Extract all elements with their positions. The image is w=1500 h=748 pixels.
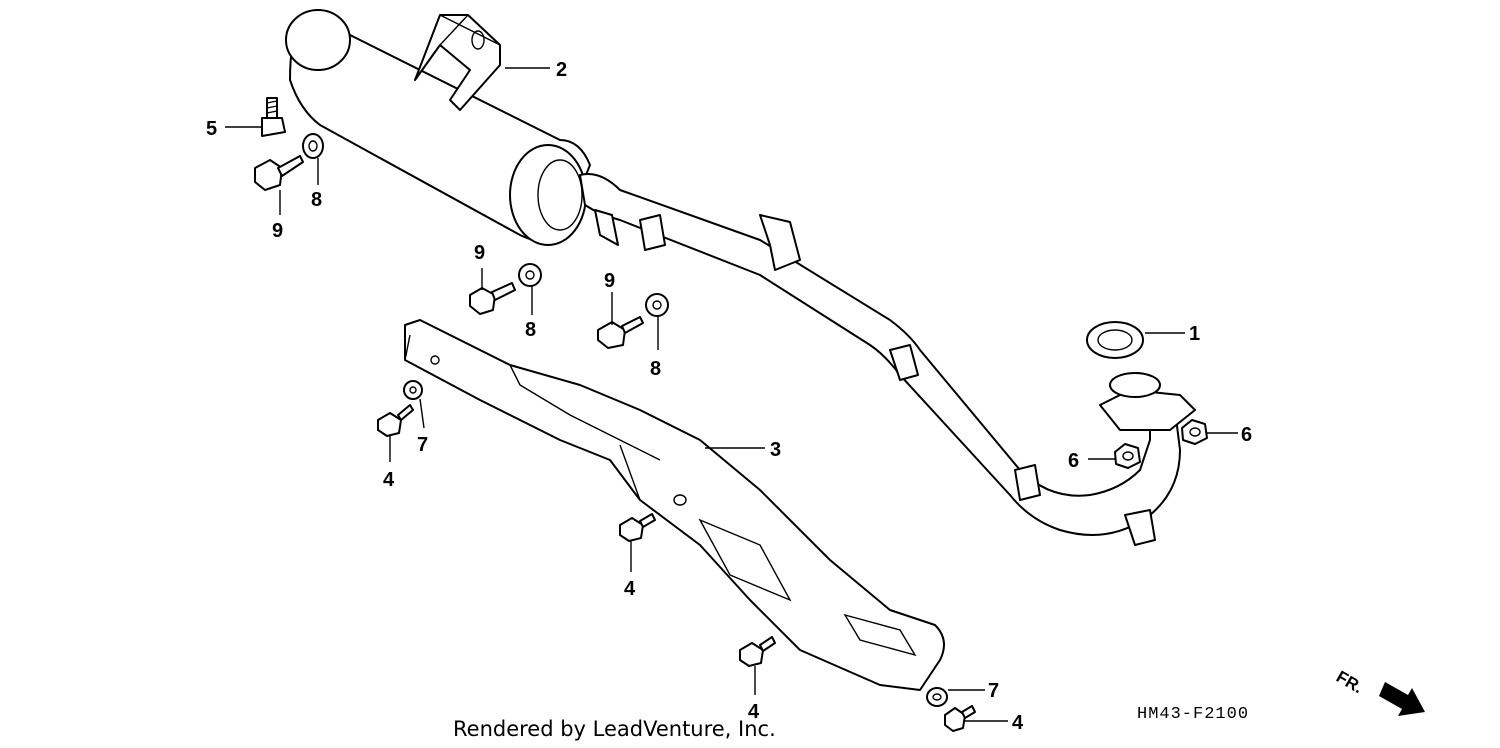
callout-7-bottom: 7 [988, 680, 999, 702]
diagram-code: HM43-F2100 [1137, 705, 1249, 724]
callout-1: 1 [1189, 323, 1200, 345]
bolt-5[interactable] [261, 97, 286, 137]
exhaust-pipe[interactable] [579, 173, 1196, 546]
credit-text: Rendered by LeadVenture, Inc. [453, 717, 776, 741]
callout-2: 2 [556, 59, 567, 81]
callout-5: 5 [206, 118, 217, 140]
front-direction-arrow-icon: FR. [1333, 667, 1425, 716]
washer-7-bottom[interactable] [926, 687, 948, 707]
callout-7-left: 7 [417, 434, 428, 456]
bolt-9-right[interactable] [597, 316, 644, 349]
bolt-4-bottom-right[interactable] [944, 705, 976, 732]
nut-6-right[interactable] [1181, 419, 1208, 445]
washer-8-right[interactable] [645, 293, 669, 317]
bolt-9-top[interactable] [254, 155, 304, 191]
washer-8-middle[interactable] [518, 263, 542, 287]
leader-lines [225, 67, 1238, 722]
callout-4-bottom-right: 4 [1012, 712, 1024, 734]
callout-9-top: 9 [272, 220, 283, 242]
callout-8-middle: 8 [525, 319, 536, 341]
callout-9-right: 9 [604, 270, 615, 292]
callout-8-top: 8 [311, 189, 322, 211]
callout-3: 3 [770, 439, 781, 461]
callout-6-right: 6 [1241, 424, 1252, 446]
bolt-4-bottom[interactable] [739, 636, 776, 667]
washer-7-left[interactable] [403, 380, 423, 400]
callout-6-left: 6 [1068, 450, 1079, 472]
muffler[interactable] [285, 9, 591, 246]
heat-guard[interactable] [404, 319, 945, 691]
bolt-4-middle[interactable] [619, 513, 656, 542]
nut-6-left[interactable] [1114, 443, 1141, 469]
callout-4-bottom: 4 [748, 701, 760, 723]
gasket[interactable] [1086, 321, 1144, 359]
callout-4-left: 4 [383, 469, 395, 491]
direction-label: FR. [1333, 667, 1366, 697]
washer-8-top[interactable] [302, 133, 324, 159]
bolt-4-left[interactable] [377, 404, 414, 437]
callout-4-middle: 4 [624, 578, 636, 600]
bolt-9-middle[interactable] [469, 282, 516, 315]
callout-8-right: 8 [650, 358, 661, 380]
callout-9-middle: 9 [474, 242, 485, 264]
